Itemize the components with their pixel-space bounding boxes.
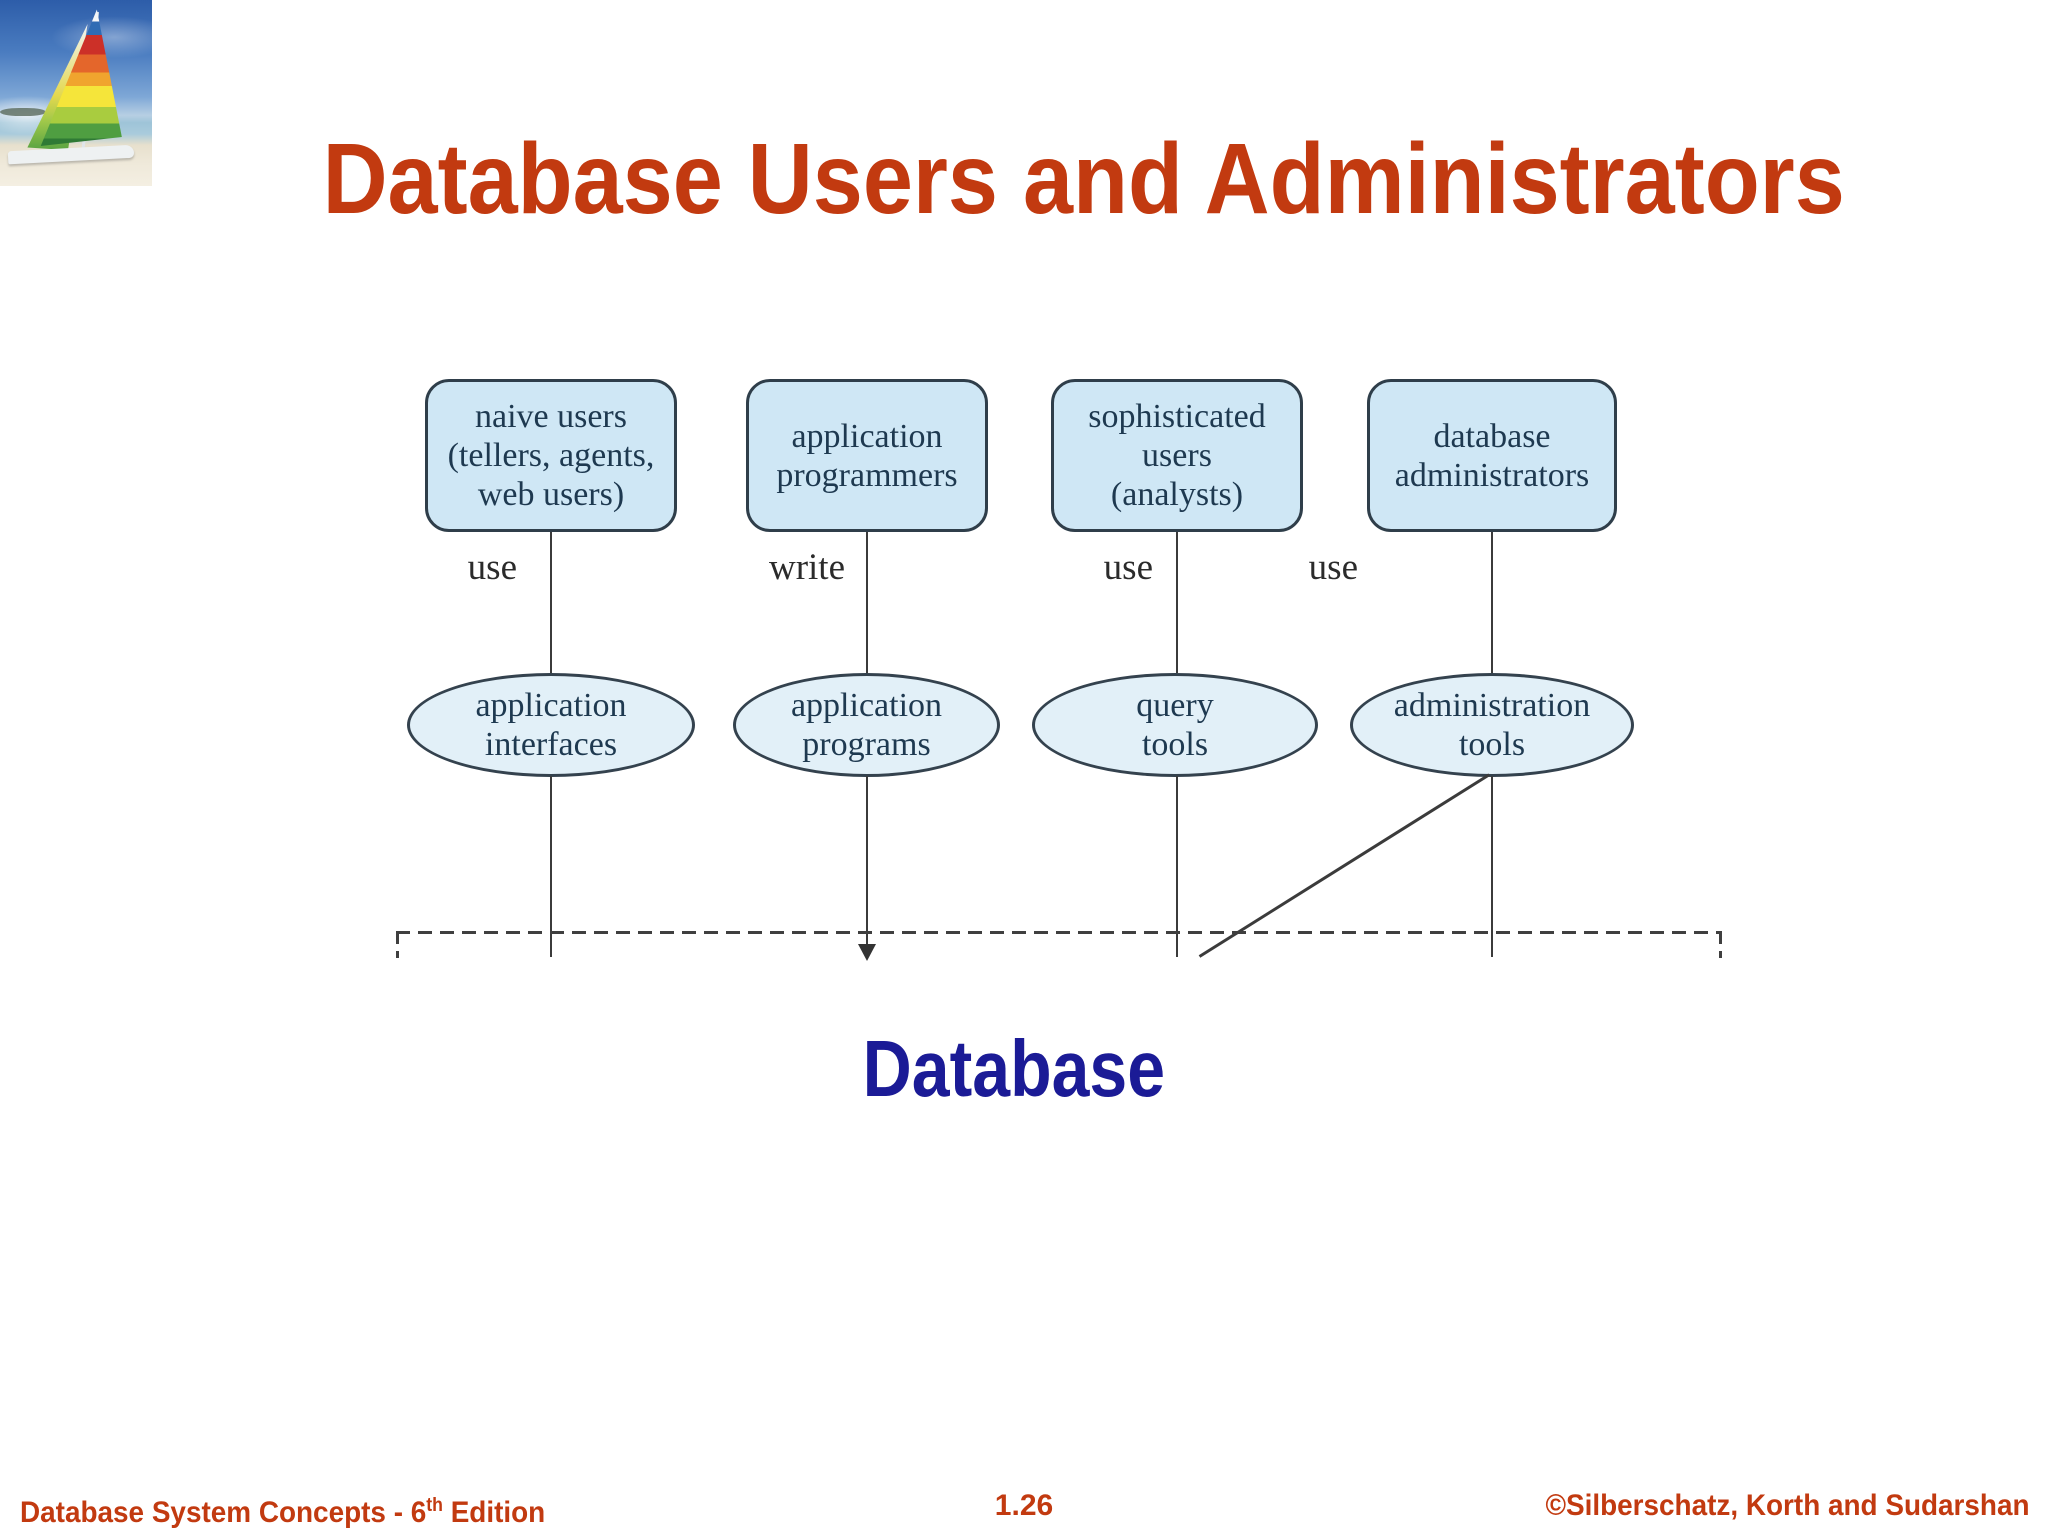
tool-ellipse-application-interfaces: application interfaces (407, 673, 695, 777)
actor-box-line: (tellers, agents, (447, 437, 655, 474)
tool-ellipse-line: application (475, 687, 627, 724)
sailboat-logo-image (0, 0, 152, 186)
actor-box-line: (analysts) (1110, 476, 1244, 513)
actor-box-line: programmers (776, 456, 958, 494)
tool-ellipse-line: tools (1458, 726, 1526, 763)
connector-admin-tools-to-database (1491, 776, 1493, 957)
database-boundary-right-corner (1719, 934, 1722, 958)
database-label: Database (862, 1024, 1166, 1113)
footer-copyright: ©Silberschatz, Korth and Sudarshan (1545, 1489, 2030, 1522)
actor-box-application-programmers: application programmers (746, 379, 988, 532)
verb-label-use-2: use (1103, 547, 1153, 588)
connector-sophisticated-to-query-tools (1176, 532, 1178, 673)
actor-box-line: sophisticated (1088, 398, 1266, 435)
tool-ellipse-query-tools: query tools (1032, 673, 1318, 777)
tool-ellipse-line: interfaces (484, 726, 618, 763)
actor-box-line: users (1142, 437, 1212, 474)
arrowhead-programs-to-database (858, 944, 876, 961)
verb-label-use-3: use (1308, 547, 1358, 588)
actor-box-naive-users: naive users (tellers, agents, web users) (425, 379, 677, 532)
tool-ellipse-line: application (790, 687, 943, 724)
connector-query-tools-to-database (1176, 776, 1178, 957)
actor-box-database-administrators: database administrators (1367, 379, 1617, 532)
connector-admins-to-admin-tools (1491, 532, 1493, 673)
slide-footer: Database System Concepts - 6th Edition 1… (0, 1486, 2048, 1530)
tool-ellipse-line: programs (802, 726, 931, 763)
tool-ellipse-line: query (1136, 687, 1214, 724)
tool-ellipse-application-programs: application programs (733, 673, 1000, 777)
database-boundary-dashed-line (396, 931, 1722, 934)
actor-box-line: application (791, 417, 943, 455)
footer-book-title: Database System Concepts - 6th Edition (20, 1486, 545, 1533)
connector-naive-users-to-interfaces (550, 532, 552, 673)
actor-box-line: database (1433, 417, 1551, 455)
actor-box-sophisticated-users: sophisticated users (analysts) (1051, 379, 1303, 532)
connector-programs-to-database (866, 776, 868, 944)
database-boundary-left-corner (396, 934, 399, 958)
logo-distant-land (0, 108, 46, 116)
actor-box-line: naive users (474, 398, 627, 435)
connector-interfaces-to-database (550, 776, 552, 957)
tool-ellipse-administration-tools: administration tools (1350, 673, 1634, 777)
verb-label-write: write (768, 547, 845, 588)
connector-programmers-to-programs (866, 532, 868, 673)
tool-ellipse-line: administration (1393, 687, 1591, 724)
footer-edition-superscript: th (426, 1495, 443, 1516)
actor-box-line: administrators (1394, 456, 1590, 494)
actor-box-line: web users) (477, 476, 625, 513)
footer-page-number: 1.26 (994, 1489, 1054, 1522)
page-title: Database Users and Administrators (322, 123, 1846, 235)
footer-book-suffix: Edition (442, 1496, 546, 1529)
footer-book-prefix: Database System Concepts - 6 (20, 1496, 427, 1529)
verb-label-use-1: use (467, 547, 517, 588)
tool-ellipse-line: tools (1141, 726, 1209, 763)
